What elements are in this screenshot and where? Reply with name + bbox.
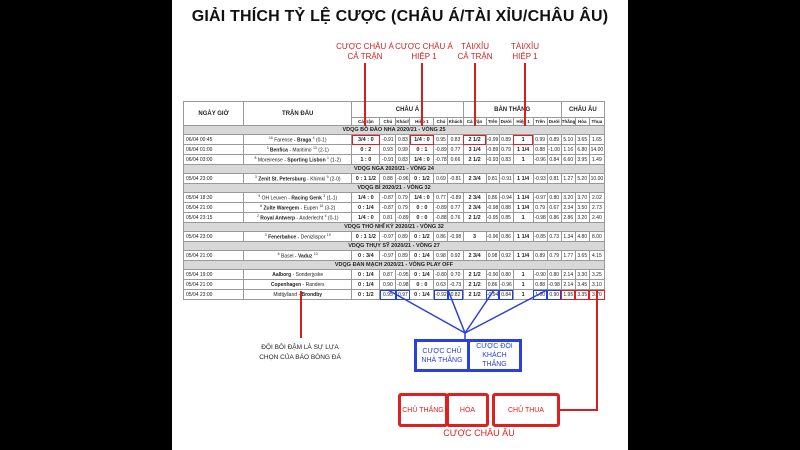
away-team: Denizlispor bbox=[300, 234, 326, 241]
away-rank: 10 bbox=[313, 251, 318, 256]
home-rank: 2 bbox=[256, 213, 259, 218]
away-rank: 4 bbox=[324, 213, 327, 218]
pointer-line bbox=[387, 289, 466, 334]
page-title: GIẢI THÍCH TỶ LỆ CƯỢC (CHÂU Á/TÀI XỈU/CH… bbox=[191, 8, 609, 25]
home-team: Aalborg bbox=[272, 271, 292, 278]
label-ou-full: TÀI/XỈU CẢ TRẬN bbox=[457, 42, 493, 61]
odds-cell: 0.82 bbox=[447, 289, 464, 300]
away-team: Sporting Lisbon bbox=[287, 157, 326, 164]
home-rank: 9 bbox=[258, 193, 261, 198]
home-team: Basel bbox=[281, 253, 294, 260]
away-rank: 1 bbox=[327, 155, 329, 160]
odds-table: NGÀY GIỜ TRẬN ĐẤU CHÂU Á BÀN THẮNG CHÂU … bbox=[182, 101, 606, 300]
bold-team-note: ĐỘI BÔI ĐẬM LÀ SỰ LỰA CHỌN CỦA BÁO BÓNG … bbox=[259, 344, 341, 361]
away-rank: 15 bbox=[319, 203, 324, 208]
home-team: Benfica bbox=[269, 147, 288, 154]
header-asian: CHÂU Á bbox=[351, 101, 464, 118]
away-rank: 4 bbox=[312, 135, 315, 140]
match-score: (0-1) bbox=[315, 137, 327, 144]
home-team: Copenhagen bbox=[270, 281, 302, 288]
pointer-line bbox=[464, 289, 548, 334]
odds-cell: 2 1/2 bbox=[462, 289, 487, 300]
away-team: Braga bbox=[297, 137, 312, 144]
home-team: Fenerbahce bbox=[268, 234, 297, 241]
away-rank: 13 bbox=[312, 145, 317, 150]
match-teams: Midtjylland - Brondby bbox=[243, 289, 353, 300]
home-win-label: CHỦ THẮNG bbox=[398, 393, 448, 427]
match-score: (2-1) bbox=[318, 147, 329, 154]
home-team: Royal Antwerp bbox=[260, 215, 296, 222]
draw-label: HÒA bbox=[446, 393, 489, 427]
match-score: (1-2) bbox=[330, 157, 341, 164]
label-asian-full: CƯỢC CHÂU Á CẢ TRẬN bbox=[336, 42, 394, 61]
home-team: Moreirense bbox=[257, 157, 283, 164]
home-rank: 3 bbox=[266, 145, 269, 150]
home-team: Zulte Waregem bbox=[263, 205, 300, 212]
label-ou-half: TÀI/XỈU HIỆP 1 bbox=[510, 42, 539, 61]
away-win-bet-label: CƯỢC ĐỘI KHÁCH THẮNG bbox=[467, 339, 522, 372]
home-rank: 8 bbox=[260, 203, 263, 208]
home-team: OH Leuven bbox=[261, 195, 287, 202]
odds-cell: 0 : 1/4 bbox=[409, 289, 435, 300]
away-team: Eupen bbox=[303, 205, 319, 212]
home-win-bet-label: CƯỢC CHỦ NHÀ THẮNG bbox=[414, 339, 470, 372]
home-rank: 8 bbox=[254, 155, 257, 160]
away-team: Brondby bbox=[301, 291, 323, 298]
odds-cell: 0.90 bbox=[546, 289, 562, 300]
away-team: Khimki bbox=[310, 176, 326, 183]
away-team: Maritimo bbox=[292, 147, 312, 154]
away-team: Vaduz bbox=[297, 253, 313, 260]
home-team: Zenit St. Petersburg bbox=[258, 176, 306, 183]
home-rank: 3 bbox=[254, 174, 257, 179]
home-rank: 6 bbox=[277, 251, 280, 256]
match-score: (3-2) bbox=[324, 205, 336, 212]
away-team: Anderlecht bbox=[299, 215, 324, 222]
match-score: (0-1) bbox=[327, 215, 339, 222]
match-score: (2-0) bbox=[329, 176, 341, 183]
odds-cell: 1 bbox=[512, 289, 534, 300]
home-team: Midtjylland bbox=[273, 291, 298, 298]
away-rank: 19 bbox=[326, 232, 331, 237]
away-team: Sonderjyske bbox=[295, 271, 324, 278]
home-lose-label: CHỦ THUA bbox=[492, 393, 560, 427]
header-goals: BÀN THẮNG bbox=[462, 101, 562, 118]
euro-bet-label: CƯỢC CHÂU ÂU bbox=[443, 428, 515, 438]
home-rank: 3 bbox=[264, 232, 267, 237]
odds-cell: -0.94 bbox=[485, 289, 500, 300]
match-score: (1-1) bbox=[326, 195, 338, 202]
home-team: Farense bbox=[274, 137, 293, 144]
home-rank: 16 bbox=[268, 135, 273, 140]
away-rank: 9 bbox=[326, 174, 329, 179]
pointer-line bbox=[464, 289, 495, 334]
away-team: Racing Genk bbox=[291, 195, 322, 202]
away-team: Randers bbox=[305, 281, 325, 288]
pointer-line bbox=[447, 289, 466, 334]
away-rank: 3 bbox=[323, 193, 326, 198]
label-asian-half: CƯỢC CHÂU Á HIỆP 1 bbox=[395, 42, 453, 61]
pointer-line bbox=[560, 291, 598, 411]
